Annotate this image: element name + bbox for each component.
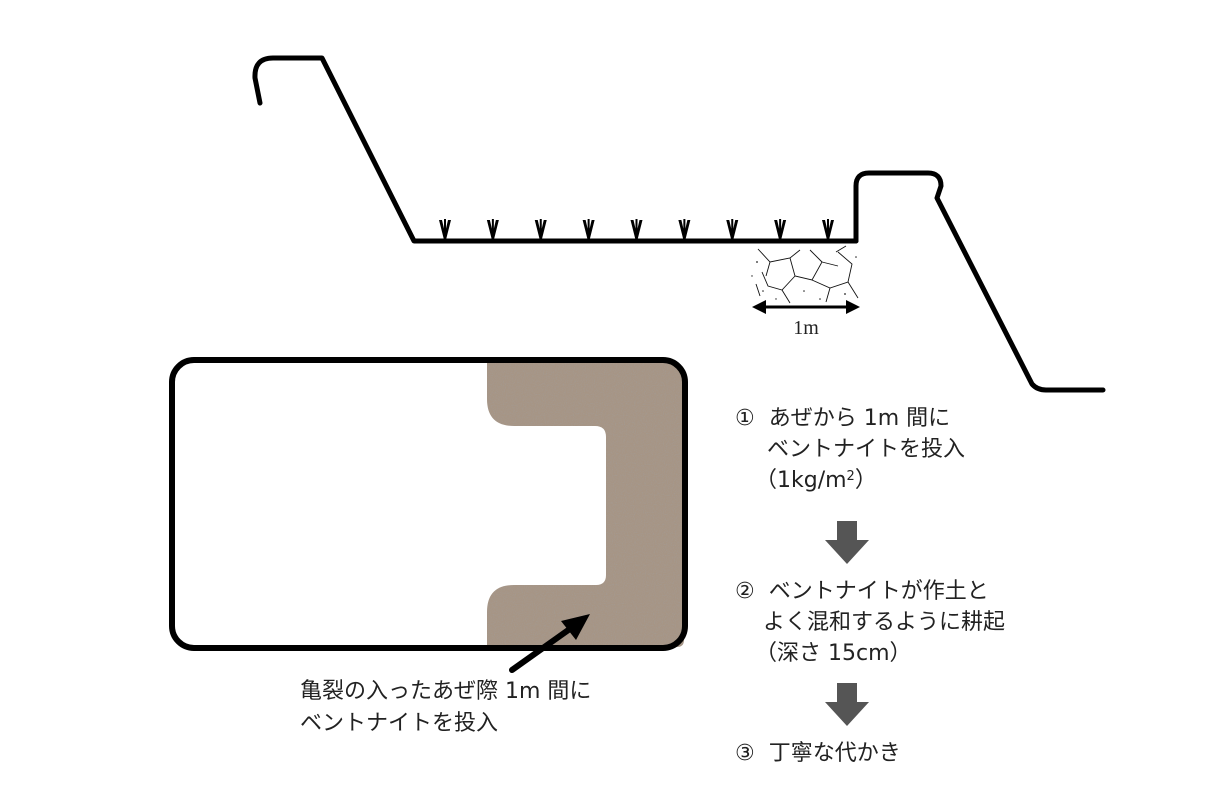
step-1-rate: （1kg/m: [755, 468, 847, 493]
seedling: [486, 219, 499, 239]
cracked-soil-patch: [755, 245, 859, 304]
step-1-rate-exponent: 2: [846, 469, 855, 484]
down-arrow: [825, 521, 869, 564]
pointer-arrow: [509, 614, 590, 673]
field-outline: [169, 357, 688, 651]
field-cross-section: 1m: [252, 55, 1106, 393]
step-3-line-1: 丁寧な代かき: [768, 741, 901, 766]
step-1-line-2: ベントナイトを投入: [767, 437, 966, 462]
field-plan-view: [169, 357, 688, 673]
seedling: [534, 219, 547, 239]
seedling: [678, 219, 691, 239]
width-label: 1m: [793, 317, 819, 339]
step-1: ① あぜから 1m 間に ベントナイトを投入 （1kg/m2）: [735, 403, 965, 496]
step-3: ③ 丁寧な代かき: [735, 738, 901, 769]
width-dimension-arrow: [752, 300, 860, 314]
plan-caption: 亀裂の入ったあぜ際 1m 間に ベントナイトを投入: [300, 676, 591, 740]
seedling: [822, 219, 834, 239]
step-2-line-1: ベントナイトが作土と: [768, 579, 989, 604]
step-2: ② ベントナイトが作土と よく混和するように耕起 （深さ 15cm）: [735, 576, 1005, 669]
left-levee-profile: [252, 55, 859, 244]
bentonite-area: [487, 363, 684, 647]
seedling: [439, 219, 451, 239]
rice-seedlings: [439, 219, 834, 239]
step-1-line-1: あぜから 1m 間に: [768, 406, 951, 431]
seedling: [630, 219, 643, 239]
down-arrow: [825, 683, 869, 726]
step-1-marker: ①: [735, 406, 755, 431]
step-2-depth: （深さ 15cm）: [755, 641, 912, 666]
seedling: [582, 219, 595, 239]
step-2-marker: ②: [735, 579, 755, 604]
step-1-rate-close: ）: [854, 468, 877, 493]
seedling: [774, 219, 787, 239]
seedling: [726, 219, 739, 239]
plan-caption-line-2: ベントナイトを投入: [300, 711, 499, 736]
step-2-line-2: よく混和するように耕起: [763, 610, 1006, 635]
step-3-marker: ③: [735, 741, 755, 766]
right-levee-profile: [853, 170, 1106, 393]
plan-caption-line-1: 亀裂の入ったあぜ際 1m 間に: [300, 679, 592, 704]
